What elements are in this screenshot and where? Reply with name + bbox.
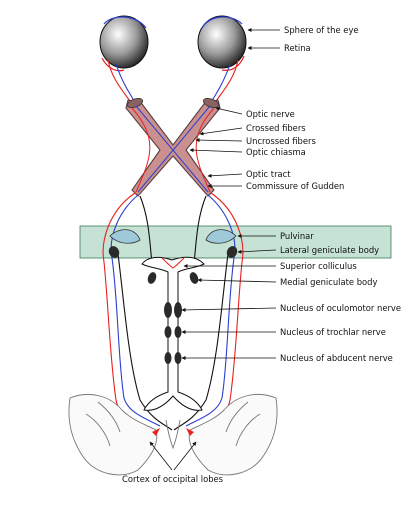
labels: Sphere of the eye Retina Optic nerve Cro… bbox=[122, 25, 401, 484]
leader-lines bbox=[149, 28, 280, 471]
label-nucleus-trochlear: Nucleus of trochlar nerve bbox=[280, 327, 386, 337]
label-retina: Retina bbox=[284, 43, 311, 53]
label-medial-geniculate-body: Medial geniculate body bbox=[280, 277, 377, 287]
label-sphere-of-eye: Sphere of the eye bbox=[284, 25, 359, 35]
label-uncrossed-fibers: Uncrossed fibers bbox=[246, 136, 316, 146]
brainstem bbox=[141, 256, 205, 411]
label-crossed-fibers: Crossed fibers bbox=[246, 123, 306, 133]
label-superior-colliculus: Superior colliculus bbox=[280, 261, 357, 271]
occipital-cortex bbox=[68, 394, 278, 476]
label-nucleus-abducent: Nucleus of abducent nerve bbox=[280, 353, 393, 363]
label-commissure-of-gudden: Commissure of Gudden bbox=[246, 181, 344, 191]
thalamic-nuclei bbox=[108, 229, 238, 258]
right-eye bbox=[197, 15, 247, 71]
label-nucleus-oculomotor: Nucleus of oculomotor nerve bbox=[280, 303, 401, 313]
label-cortex-occipital: Cortex of occipital lobes bbox=[122, 474, 223, 484]
optic-chiasma bbox=[125, 97, 221, 197]
label-optic-chiasma: Optic chiasma bbox=[246, 147, 306, 157]
label-optic-nerve: Optic nerve bbox=[246, 109, 295, 119]
left-eye bbox=[99, 15, 149, 72]
label-lateral-geniculate-body: Lateral geniculate body bbox=[280, 245, 379, 255]
label-optic-tract: Optic tract bbox=[246, 169, 291, 179]
cortex-arrowheads bbox=[152, 428, 194, 436]
label-pulvinar: Pulvinar bbox=[280, 231, 314, 241]
